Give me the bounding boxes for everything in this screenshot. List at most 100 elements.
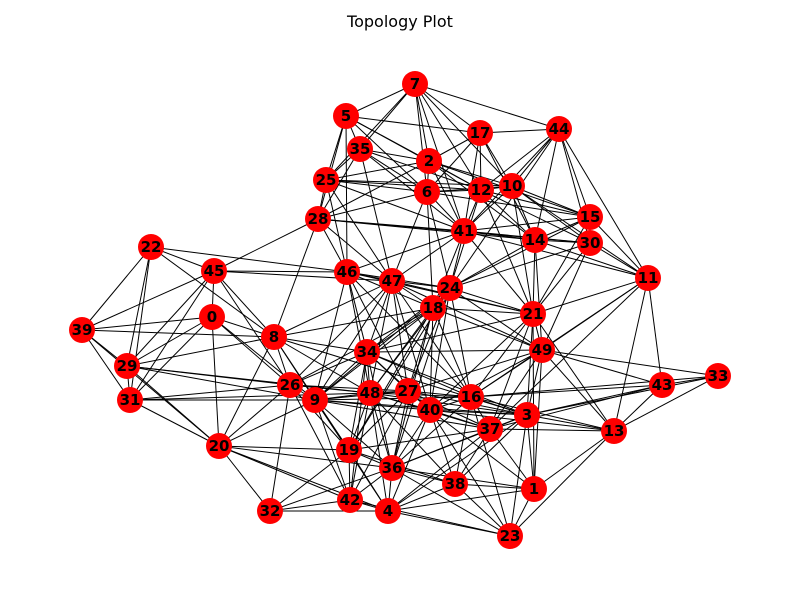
node-circle: [417, 397, 443, 423]
edge-5-17: [345, 115, 481, 134]
node-circle: [477, 416, 503, 442]
edge-49-43: [541, 349, 663, 386]
edge-16-43: [470, 384, 663, 398]
node-49: 49: [529, 337, 555, 363]
edge-41-11: [463, 230, 649, 279]
edge-30-21: [532, 242, 591, 315]
edge-22-8: [150, 246, 275, 338]
edge-7-25: [325, 83, 416, 181]
edge-12-30: [480, 189, 591, 244]
edge-10-21: [511, 185, 534, 315]
node-42: 42: [337, 487, 363, 513]
edge-39-8: [81, 329, 275, 338]
node-circle: [206, 433, 232, 459]
node-label: 8: [269, 328, 279, 346]
edge-32-36: [269, 467, 393, 512]
edge-48-36: [369, 392, 393, 469]
edge-18-8: [273, 307, 434, 338]
node-8: 8: [261, 324, 287, 350]
edge-3-38: [454, 414, 528, 485]
node-label: 1: [529, 480, 539, 498]
edge-16-13: [470, 396, 615, 432]
edge-16-23: [470, 396, 511, 537]
edge-18-16: [432, 307, 472, 398]
edge-5-46: [345, 115, 348, 273]
node-circle: [520, 301, 546, 327]
edge-40-1: [429, 409, 535, 490]
node-circle: [347, 136, 373, 162]
edge-20-32: [218, 445, 271, 512]
edge-49-37: [489, 349, 543, 430]
edge-3-4: [387, 414, 528, 512]
edge-9-42: [314, 399, 351, 501]
node-circle: [375, 498, 401, 524]
edge-1-4: [387, 488, 535, 512]
node-label: 16: [461, 388, 482, 406]
edge-49-27: [407, 349, 543, 392]
node-19: 19: [336, 437, 362, 463]
edge-8-34: [273, 336, 368, 353]
edge-21-40: [429, 313, 534, 411]
edge-44-24: [449, 128, 560, 289]
edge-22-39: [81, 246, 152, 331]
node-circle: [467, 120, 493, 146]
edge-14-49: [534, 239, 543, 351]
edge-24-49: [449, 287, 543, 351]
edge-27-19: [348, 390, 409, 451]
edge-41-47: [391, 230, 465, 282]
edge-44-11: [558, 128, 649, 279]
edge-7-10: [414, 83, 513, 187]
edge-37-19: [348, 428, 491, 451]
node-label: 43: [652, 376, 673, 394]
edge-26-42: [289, 384, 351, 501]
edge-18-27: [407, 307, 434, 392]
node-label: 39: [72, 321, 93, 339]
edge-45-26: [213, 270, 291, 386]
node-label: 10: [502, 177, 523, 195]
edge-22-46: [150, 246, 348, 273]
edge-20-36: [218, 445, 393, 469]
edge-27-37: [407, 390, 491, 430]
edge-8-48: [273, 336, 371, 394]
node-36: 36: [379, 455, 405, 481]
edge-34-19: [348, 351, 368, 451]
node-label: 4: [383, 502, 393, 520]
node-circle: [395, 378, 421, 404]
node-39: 39: [69, 317, 95, 343]
edge-47-16: [391, 280, 472, 398]
edge-7-2: [414, 83, 430, 162]
edge-31-48: [129, 392, 371, 401]
node-circle: [69, 317, 95, 343]
edge-30-49: [541, 242, 591, 351]
node-label: 29: [117, 357, 138, 375]
node-circle: [577, 204, 603, 230]
edge-46-9: [314, 271, 348, 401]
edge-49-16: [470, 349, 543, 398]
nodes-layer: 0123456789101112131415161718192021222324…: [69, 71, 731, 549]
node-46: 46: [334, 259, 360, 285]
edge-34-26: [289, 351, 368, 386]
edge-18-49: [432, 307, 543, 351]
edge-31-26: [129, 384, 291, 401]
edge-28-8: [273, 218, 319, 338]
edge-8-3: [273, 336, 528, 416]
node-circle: [442, 471, 468, 497]
node-label: 21: [523, 305, 544, 323]
edge-6-18: [426, 191, 434, 309]
edge-4-23: [387, 510, 511, 537]
node-16: 16: [458, 384, 484, 410]
node-label: 23: [500, 527, 521, 545]
node-48: 48: [357, 380, 383, 406]
edge-13-23: [509, 430, 615, 537]
node-circle: [257, 498, 283, 524]
node-6: 6: [414, 179, 440, 205]
node-label: 24: [440, 279, 461, 297]
node-label: 6: [422, 183, 432, 201]
edge-47-27: [391, 280, 409, 392]
edge-21-13: [532, 313, 615, 432]
node-7: 7: [402, 71, 428, 97]
node-35: 35: [347, 136, 373, 162]
node-label: 18: [423, 299, 444, 317]
edge-19-32: [269, 449, 350, 512]
edge-41-18: [432, 230, 465, 309]
